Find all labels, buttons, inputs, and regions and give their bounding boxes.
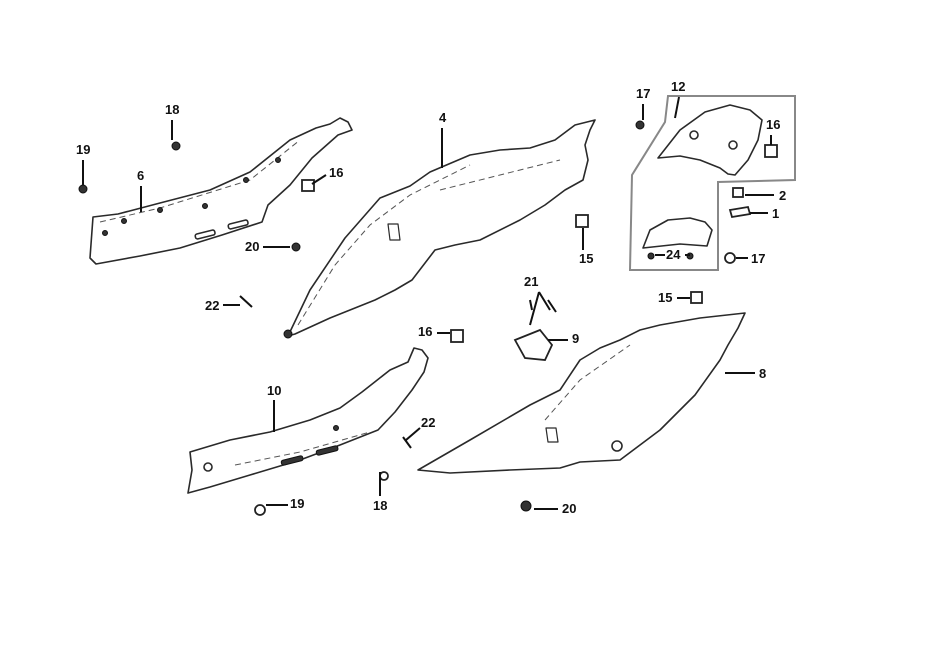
label-15: 15 <box>658 290 672 305</box>
part-8-right-side-cover <box>417 312 746 474</box>
label-1: 1 <box>772 206 779 221</box>
label-6: 6 <box>137 168 144 183</box>
label-18: 18 <box>373 498 387 513</box>
label-20: 20 <box>245 239 259 254</box>
label-17: 17 <box>751 251 765 266</box>
label-8: 8 <box>759 366 766 381</box>
clip-nut-15a <box>575 214 589 228</box>
label-12: 12 <box>671 79 685 94</box>
label-19: 19 <box>290 496 304 511</box>
label-10: 10 <box>267 383 281 398</box>
label-18: 18 <box>165 102 179 117</box>
clip-nut-16b <box>450 329 464 343</box>
label-15: 15 <box>579 251 593 266</box>
part-4-left-side-cover <box>283 119 596 339</box>
bracket-9 <box>513 328 554 361</box>
label-16: 16 <box>766 117 780 132</box>
label-20: 20 <box>562 501 576 516</box>
part-10-upper-trim <box>187 347 429 494</box>
label-4: 4 <box>439 110 447 125</box>
label-22: 22 <box>205 298 219 313</box>
label-2: 2 <box>779 188 786 203</box>
label-24: 24 <box>666 247 681 262</box>
label-17: 17 <box>636 86 650 101</box>
label-21: 21 <box>524 274 538 289</box>
label-22: 22 <box>421 415 435 430</box>
label-19: 19 <box>76 142 90 157</box>
clip-nut-16a <box>301 179 315 192</box>
label-9: 9 <box>572 331 579 346</box>
label-16: 16 <box>418 324 432 339</box>
part-12-rear-center-cover-group <box>628 95 796 271</box>
leader-lines <box>82 96 774 510</box>
label-16: 16 <box>329 165 343 180</box>
hardware <box>78 120 736 516</box>
part-labels: 19 18 6 16 20 22 4 15 21 9 16 10 22 18 1… <box>76 79 786 516</box>
part-6-upper-trim <box>89 117 353 265</box>
clip-nut-15b <box>690 291 703 304</box>
